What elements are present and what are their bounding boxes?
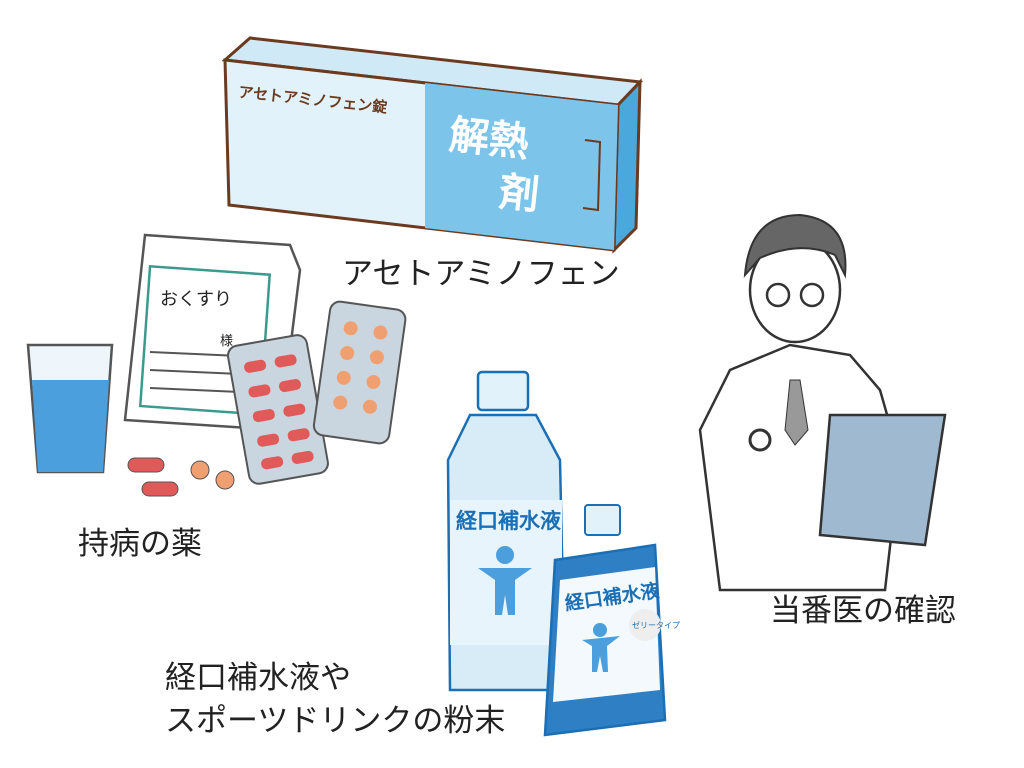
- caption-ors-line2: スポーツドリンクの粉末: [165, 703, 506, 739]
- blister-pack-2: [312, 300, 407, 445]
- caption-doctor-check: 当番医の確認: [770, 593, 956, 629]
- box-big-text-1: 解熱: [447, 112, 531, 166]
- blister-pack-1: [226, 334, 329, 485]
- loose-pills: [127, 457, 235, 497]
- ors-jelly-pouch: 経口補水液 ゼリータイプ: [543, 504, 680, 737]
- bag-suffix: 様: [220, 334, 233, 349]
- caption-acetaminophen: アセトアミノフェン: [342, 256, 620, 292]
- doctor: [698, 213, 947, 592]
- caption-ors-line1: 経口補水液や: [165, 660, 351, 696]
- water-glass: [26, 343, 114, 474]
- caption-chronic-medicine: 持病の薬: [78, 526, 202, 562]
- ors-bottle: 経口補水液: [446, 370, 567, 692]
- acetaminophen-box: アセトアミノフェン錠 解熱 剤: [221, 36, 644, 254]
- pouch-badge: ゼリータイプ: [632, 620, 680, 630]
- box-big-text-2: 剤: [497, 169, 542, 219]
- bottle-label: 経口補水液: [456, 509, 561, 533]
- bag-title: おくすり: [160, 289, 232, 310]
